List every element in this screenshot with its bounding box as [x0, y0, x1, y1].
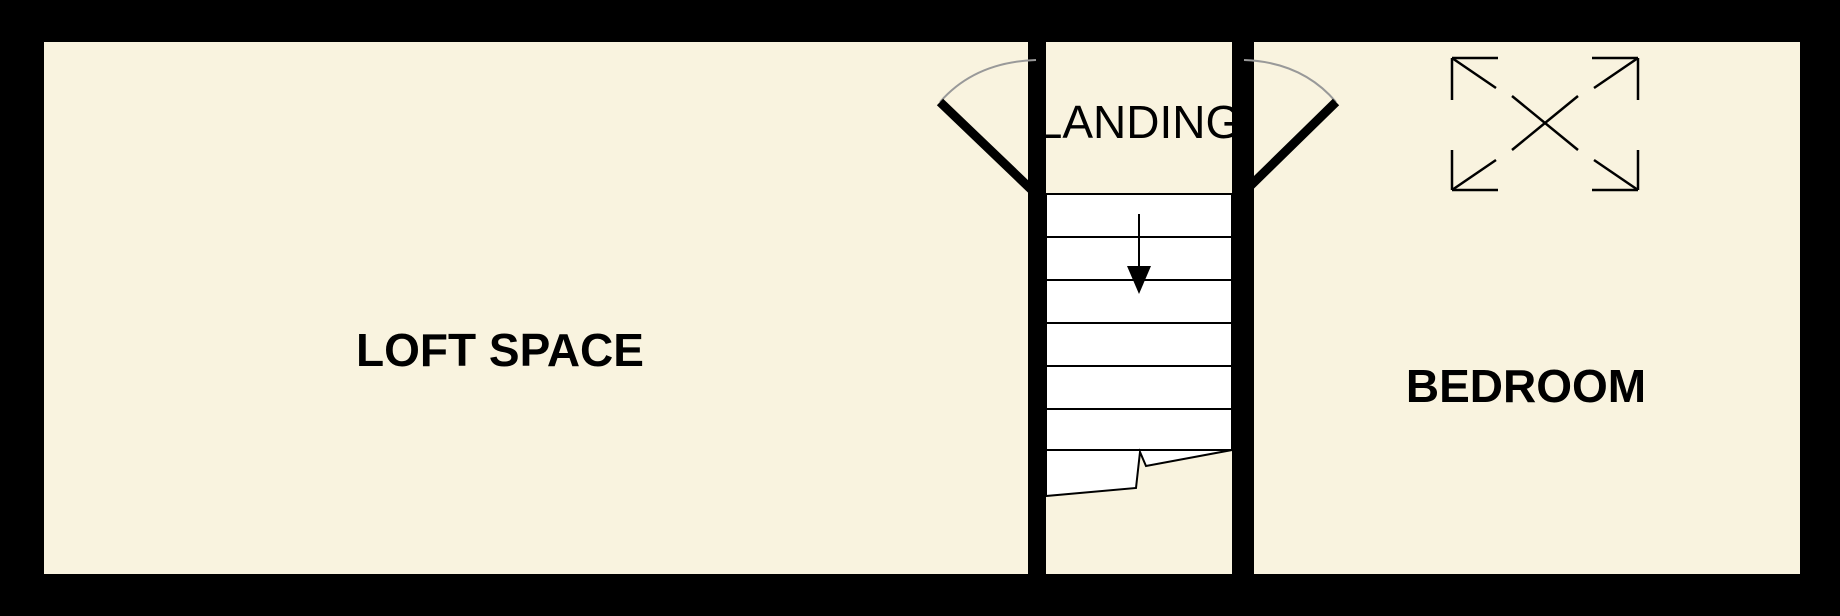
door-leaf-left [936, 98, 1040, 198]
arrow-down-icon [1127, 214, 1151, 294]
landing-wall-stub-left [1028, 42, 1046, 59]
loft-space-label: LOFT SPACE [356, 324, 644, 376]
landing-label: LANDING [1037, 96, 1241, 148]
door-arc-left [939, 59, 1037, 103]
bedroom-floor [1254, 42, 1800, 574]
stair-wall-right [1234, 194, 1252, 574]
loft-space-floor [44, 42, 1028, 574]
door-arc-right [1243, 59, 1337, 103]
skylight-icon [1450, 56, 1640, 192]
stair-wall-left [1028, 194, 1046, 574]
door-leaf-right [1238, 98, 1340, 198]
landing-wall-stub-right [1234, 42, 1252, 59]
bedroom-label: BEDROOM [1406, 360, 1646, 412]
